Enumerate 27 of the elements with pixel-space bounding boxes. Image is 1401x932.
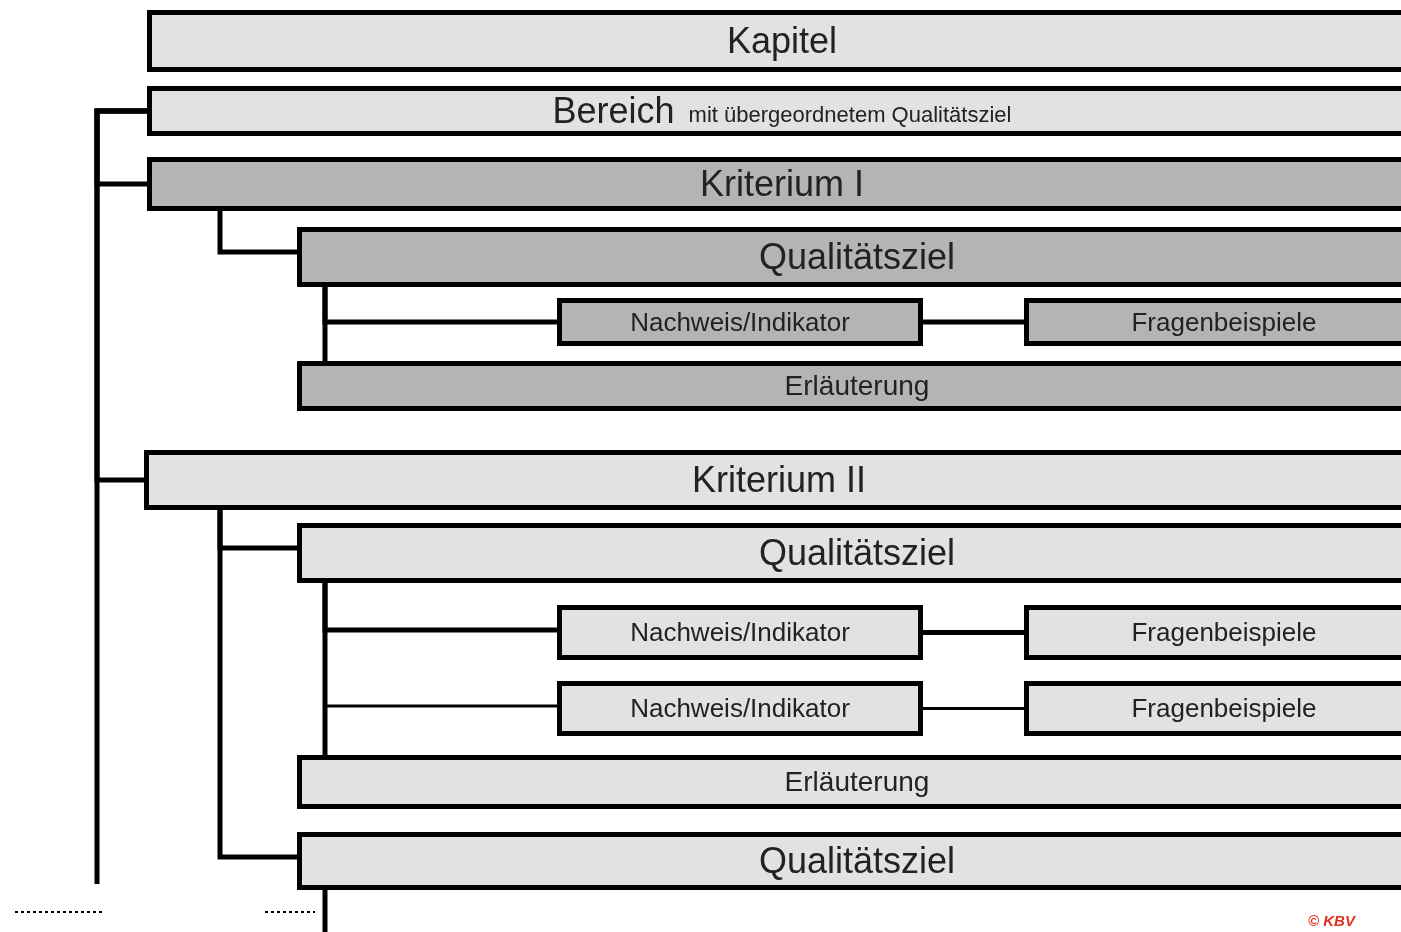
area-bar [147,86,1401,136]
chapter-bar: Kapitel [147,10,1401,72]
bar-title: Bereich [552,90,675,132]
connector-line [923,630,1024,635]
item-bar: Fragenbeispiele [1024,298,1401,346]
connector-line [217,211,297,255]
criterion-bar: Kriterium I [147,157,1401,211]
connector-line [94,108,147,884]
goal-bar: Qualitätsziel [297,227,1401,287]
item-bar: Nachweis/Indikator [557,681,923,736]
copyright-note: © KBV [1308,912,1355,929]
item-bar: Nachweis/Indikator [557,298,923,346]
criterion-bar: Kriterium II [144,450,1401,510]
item-bar: Fragenbeispiele [1024,605,1401,660]
explanation-bar: Erläuterung [297,755,1401,809]
explanation-bar: Erläuterung [297,361,1401,411]
connector-line [923,319,1024,325]
connector-line [923,707,1024,710]
goal-bar: Qualitätsziel [297,523,1401,583]
connector-line [322,890,328,932]
item-bar: Fragenbeispiele [1024,681,1401,736]
bar-subtitle: mit übergeordnetem Qualitätsziel [688,102,1012,128]
connector-line [322,583,328,755]
connector-line [217,510,297,860]
goal-bar: Qualitätsziel [297,832,1401,890]
item-bar: Nachweis/Indikator [557,605,923,660]
connector-line [322,287,328,361]
